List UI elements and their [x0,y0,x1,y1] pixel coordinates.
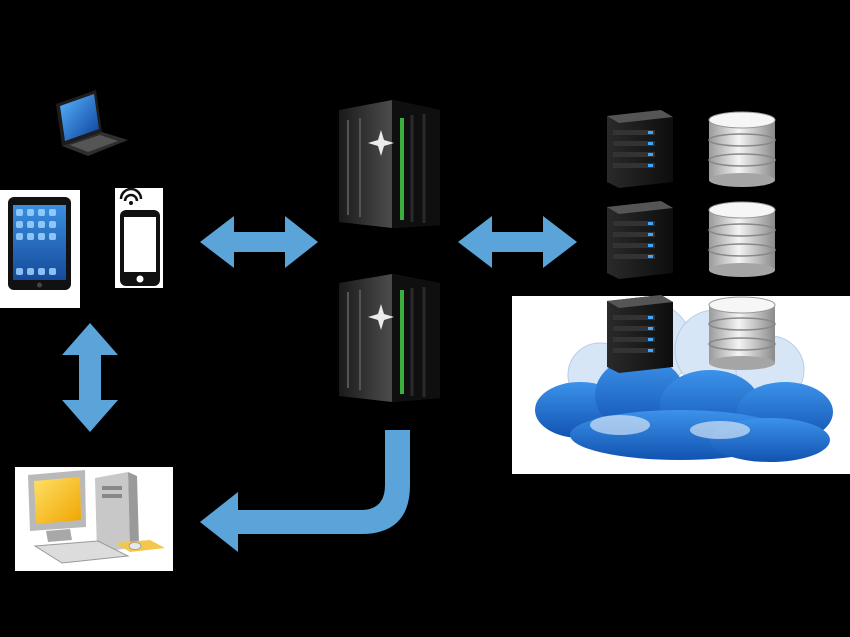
rack-server-2 [607,201,673,279]
tablet-icon [8,197,71,290]
rack-server-1 [607,110,673,188]
database-2 [708,201,776,277]
smartphone-icon [119,187,160,286]
rack-server-3 [607,295,673,373]
desktop-computer-icon [28,470,165,564]
mainframe-server-top [339,100,440,228]
mainframe-server-bottom [339,274,440,402]
arrow-mainframe-storage [458,216,577,268]
arrow-mainframe-desktop [200,430,410,552]
arrow-devices-mainframe [200,216,318,268]
database-3 [708,296,776,370]
database-1 [708,111,776,187]
arrow-mobile-desktop [62,323,118,432]
laptop-icon [56,90,128,156]
